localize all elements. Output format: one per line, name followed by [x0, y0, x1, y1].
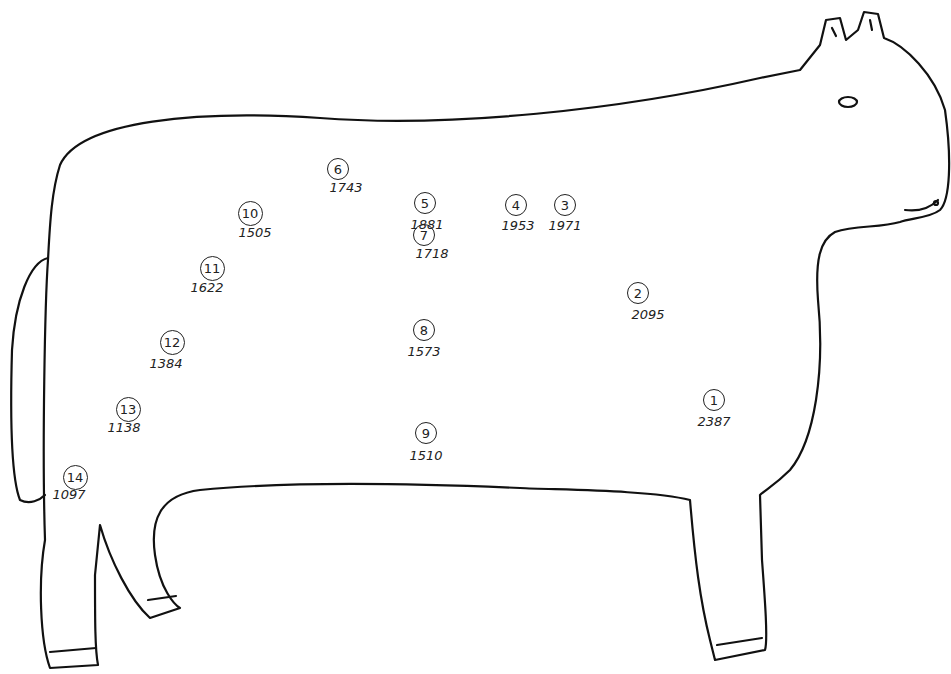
callout-number: 3 — [561, 199, 569, 212]
callout-circle: 4 — [505, 194, 527, 216]
measurement-value: 2387 — [697, 415, 730, 428]
callout-number: 9 — [422, 427, 430, 440]
measurement-value: 1881 — [410, 218, 443, 231]
callout-circle: 1 — [703, 389, 725, 411]
measurement-value: 1384 — [149, 357, 182, 370]
callout-number: 4 — [512, 199, 520, 212]
measurement-value: 1573 — [407, 345, 440, 358]
inner-hoof — [148, 596, 176, 600]
measurement-value: 1138 — [107, 421, 140, 434]
measurement-value: 1097 — [52, 488, 85, 501]
callout-circle: 10 — [238, 201, 263, 226]
body-outline — [41, 12, 949, 668]
measurement-value: 1510 — [409, 449, 442, 462]
callout-number: 12 — [164, 336, 181, 349]
callout-number: 11 — [204, 262, 221, 275]
nostril — [934, 201, 938, 205]
hind-hoof — [50, 648, 96, 652]
callout-number: 13 — [120, 403, 137, 416]
callout-circle: 12 — [160, 330, 185, 355]
measurement-value: 1971 — [548, 219, 581, 232]
callout-circle: 14 — [63, 465, 88, 490]
callout-circle: 2 — [627, 282, 649, 304]
measurement-value: 1718 — [415, 247, 448, 260]
callout-number: 6 — [334, 163, 342, 176]
measurement-value: 2095 — [631, 308, 664, 321]
front-hoof — [717, 638, 762, 645]
ear-detail — [832, 20, 872, 36]
callout-circle: 9 — [415, 422, 437, 444]
measurement-value: 1622 — [190, 281, 223, 294]
callout-circle: 13 — [116, 397, 141, 422]
callout-number: 8 — [420, 324, 428, 337]
callout-circle: 11 — [200, 256, 225, 281]
measurement-value: 1505 — [238, 226, 271, 239]
callout-circle: 3 — [554, 194, 576, 216]
tail-outline — [11, 258, 48, 502]
callout-number: 1 — [710, 394, 718, 407]
callout-number: 5 — [421, 197, 429, 210]
callout-number: 10 — [242, 207, 259, 220]
callout-circle: 5 — [414, 192, 436, 214]
eye — [839, 97, 857, 107]
mouth — [905, 200, 938, 211]
callout-circle: 6 — [327, 158, 349, 180]
measurement-value: 1743 — [329, 181, 362, 194]
measurement-value: 1953 — [501, 219, 534, 232]
callout-number: 14 — [67, 471, 84, 484]
callout-number: 2 — [634, 287, 642, 300]
callout-circle: 8 — [413, 319, 435, 341]
